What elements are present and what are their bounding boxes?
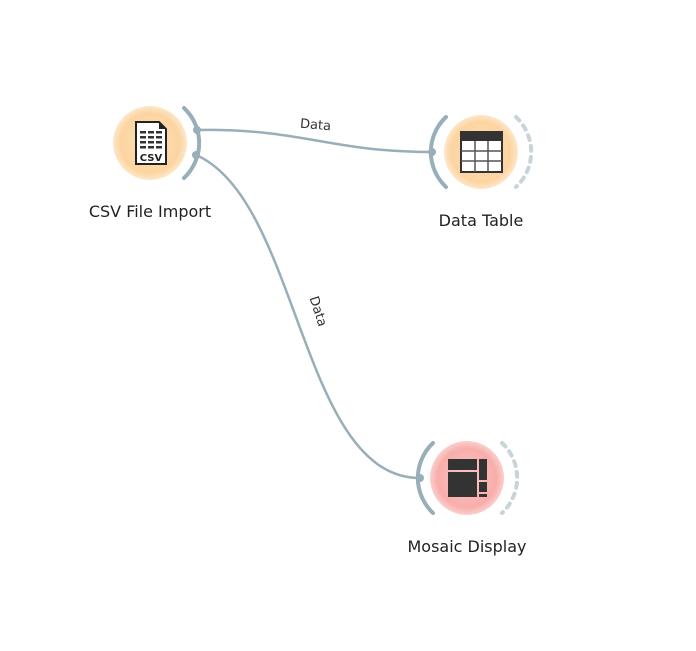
node-label-data-table: Data Table [438, 211, 524, 230]
node-label-mosaic-display: Mosaic Display [407, 537, 527, 556]
output-channel-arc [182, 106, 202, 180]
table-icon [460, 131, 503, 173]
node-csv-file-import[interactable]: CSV [113, 106, 202, 180]
output-channel-dashed-arc [500, 441, 520, 515]
input-anchor[interactable] [416, 474, 424, 482]
svg-text:CSV: CSV [140, 153, 163, 164]
node-mosaic-display[interactable] [415, 441, 520, 515]
node-data-table[interactable] [428, 115, 534, 189]
output-channel-dashed-arc [514, 115, 534, 189]
link-csv-to-data-table[interactable] [196, 128, 433, 154]
node-label-csv-file-import: CSV File Import [88, 202, 212, 221]
mosaic-icon [448, 459, 487, 497]
output-anchor[interactable] [192, 151, 200, 159]
output-anchor[interactable] [193, 126, 201, 134]
csv-file-icon: CSV [135, 121, 167, 165]
link-csv-to-mosaic[interactable] [195, 153, 421, 480]
input-anchor[interactable] [428, 148, 436, 156]
link-label-data-table: Data [299, 116, 332, 135]
